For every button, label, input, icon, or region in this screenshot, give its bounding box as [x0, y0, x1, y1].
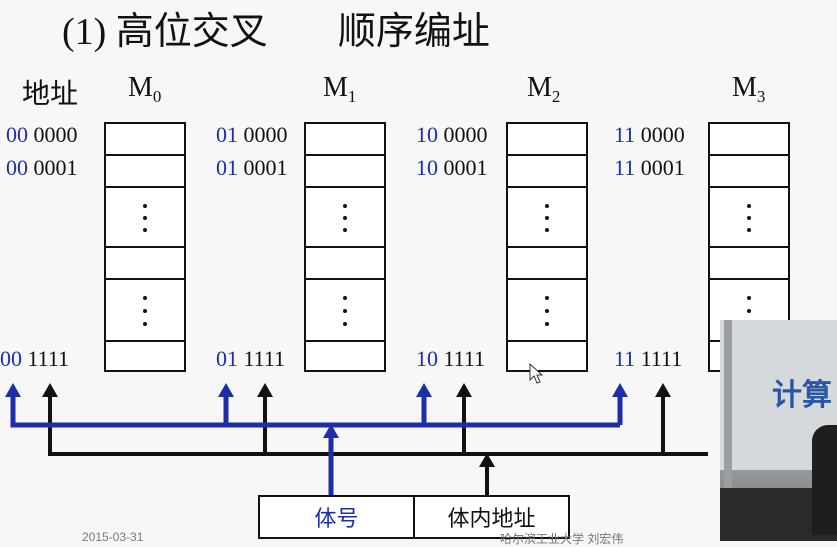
footer-date: 2015-03-31	[82, 530, 144, 544]
memory-cell	[506, 122, 588, 156]
memory-cell	[304, 340, 386, 372]
arrow-head-offset-m0	[42, 383, 58, 397]
arrow-head-offset-m3	[655, 383, 671, 397]
vertical-ellipsis-icon	[545, 296, 549, 326]
module-label-1: M1	[323, 72, 357, 106]
bank-bus-line	[10, 396, 620, 428]
video-sign-text: 计算	[772, 378, 832, 413]
video-lecturer	[812, 425, 837, 535]
arrow-head-bank-up	[323, 424, 339, 438]
vertical-ellipsis-icon	[143, 296, 147, 326]
vertical-ellipsis-icon	[343, 296, 347, 326]
register-bank-field: 体号	[258, 495, 415, 539]
title-part1: (1) 高位交叉	[62, 11, 268, 53]
module-label-3: M3	[732, 72, 766, 106]
memory-cell	[708, 154, 790, 188]
address-m2-second: 10 0001	[416, 155, 488, 180]
arrow-head-offset-m2	[456, 383, 472, 397]
arrow-head-offset-up	[479, 453, 495, 467]
slide-title: (1) 高位交叉 顺序编址	[62, 0, 490, 55]
address-m0-first: 00 0000	[6, 122, 78, 147]
arrow-head-bank-m2	[416, 383, 432, 397]
lecturer-video-overlay: 计算	[720, 320, 837, 541]
address-m0-second: 00 0001	[6, 155, 78, 180]
address-m2-last: 10 1111	[416, 346, 486, 371]
title-part2: 顺序编址	[337, 11, 490, 53]
address-m3-first: 11 0000	[614, 122, 685, 147]
vertical-ellipsis-icon	[545, 204, 549, 232]
memory-ellipsis-cell	[506, 186, 588, 248]
memory-cell	[304, 122, 386, 156]
vertical-ellipsis-icon	[747, 204, 751, 232]
arrow-head-bank-m3	[612, 383, 628, 397]
vertical-ellipsis-icon	[143, 204, 147, 232]
video-pole	[724, 320, 732, 520]
arrow-head-bank-m0	[5, 383, 21, 397]
mouse-cursor-icon	[529, 362, 544, 384]
address-m1-last: 01 1111	[216, 346, 286, 371]
address-m3-last: 11 1111	[614, 346, 683, 371]
address-m2-first: 10 0000	[416, 122, 488, 147]
module-label-0: M0	[128, 72, 162, 106]
footer-author: 哈尔滨工业大学 刘宏伟	[500, 532, 624, 546]
address-m3-second: 11 0001	[614, 155, 685, 180]
offset-bus-line	[48, 396, 708, 456]
address-column-label: 地址	[22, 79, 79, 110]
address-m1-second: 01 0001	[216, 155, 288, 180]
vertical-ellipsis-icon	[343, 204, 347, 232]
address-m1-first: 01 0000	[216, 122, 288, 147]
memory-cell	[708, 122, 790, 156]
arrow-head-bank-m1	[218, 383, 234, 397]
memory-cell	[506, 340, 588, 372]
memory-cell	[104, 340, 186, 372]
register-offset-field: 体内地址	[413, 495, 570, 539]
address-m0-last: 00 1111	[0, 346, 70, 371]
arrow-head-offset-m1	[257, 383, 273, 397]
module-label-2: M2	[527, 72, 561, 106]
